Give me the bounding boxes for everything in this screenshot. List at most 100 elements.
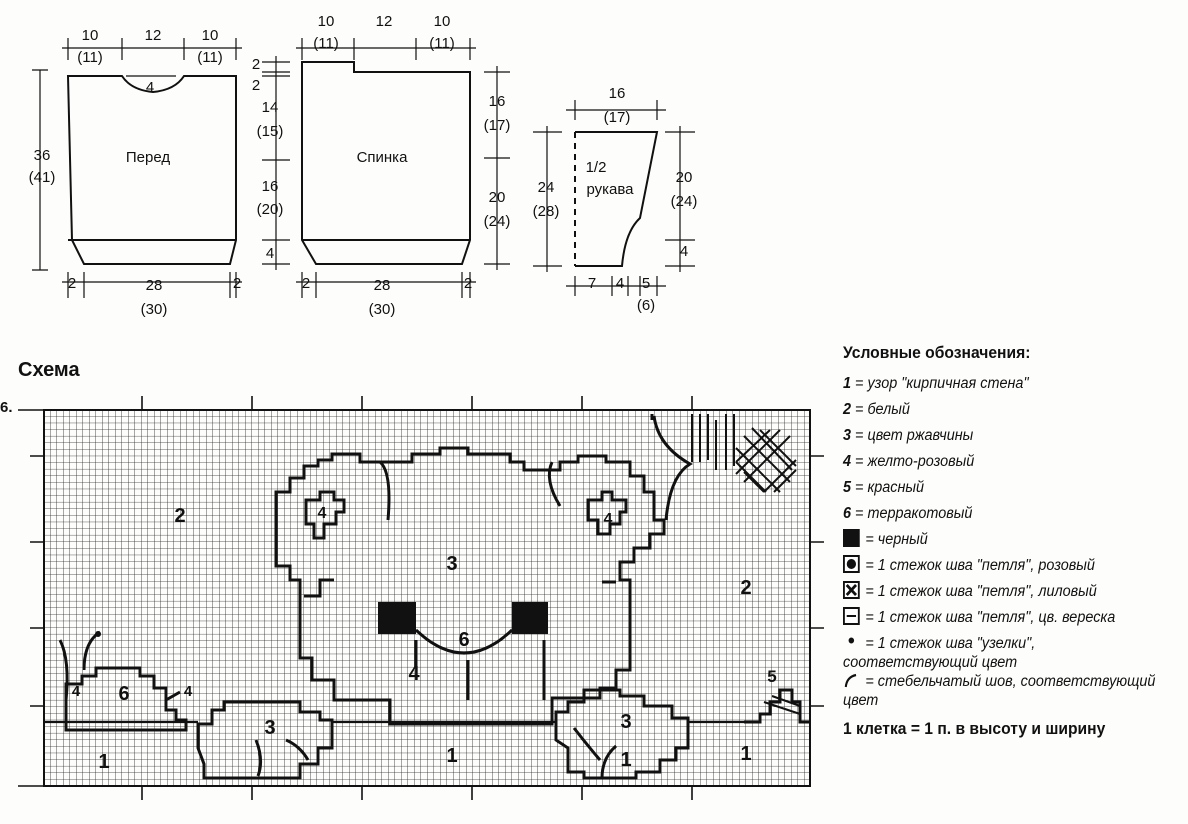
svg-text:5: 5 [642, 275, 650, 292]
zone-label: 5 [767, 667, 776, 686]
black-block-right [512, 602, 548, 634]
zone-label: 1 [446, 745, 457, 767]
scale-note: 1 клетка = 1 п. в высоту и ширину [843, 719, 1106, 738]
zone-label: 3 [620, 711, 631, 733]
chart-ticks [18, 396, 824, 800]
zone-label: 3 [264, 717, 275, 739]
svg-text:(20): (20) [257, 201, 284, 218]
svg-text:2: 2 [233, 275, 241, 292]
svg-text:(24): (24) [484, 213, 511, 230]
svg-text:4: 4 [266, 245, 274, 262]
lilac-stitch-area [691, 414, 801, 715]
scheme-left-mark: 6. [0, 399, 13, 416]
svg-text:36: 36 [34, 147, 51, 164]
legend: Условные обозначения: 1 = узор "кирпична… [843, 343, 1183, 739]
svg-text:4: 4 [680, 243, 688, 260]
legend-item-1: 1 = узор "кирпичная стена" [843, 375, 1029, 392]
svg-text:(28): (28) [533, 203, 560, 220]
zone-label: 1 [620, 749, 631, 771]
svg-text:(41): (41) [29, 169, 56, 186]
legend-symbol-black: = черный [843, 527, 1159, 553]
schematic-dimensions: 10 (11) 12 10 (11) 4 36 (41) 28 (30) 2 2… [29, 13, 698, 318]
zone-label: 6 [458, 629, 469, 651]
legend-title: Условные обозначения: [843, 343, 1031, 362]
svg-text:28: 28 [146, 277, 163, 294]
svg-text:10: 10 [434, 13, 451, 30]
legend-symbol-heather: = 1 стежок шва "петля", цв. вереска [843, 605, 1159, 631]
legend-item-5: 5 = красный [843, 479, 925, 496]
dash-square-icon [843, 607, 860, 625]
zone-label: 1 [98, 751, 109, 773]
front-label: Перед [126, 149, 170, 166]
small-dot-icon: • [847, 628, 855, 653]
back-label: Спинка [357, 149, 409, 166]
front-piece-outline [66, 75, 237, 265]
svg-text:(30): (30) [141, 301, 168, 318]
zone-label: 4 [408, 663, 420, 685]
black-block-left [378, 602, 416, 634]
zone-label: 2 [740, 577, 751, 599]
svg-text:(24): (24) [671, 193, 698, 210]
zone-label: 2 [174, 505, 185, 527]
svg-text:2: 2 [302, 275, 310, 292]
bear-outline [274, 446, 666, 726]
svg-text:12: 12 [376, 13, 393, 30]
legend-symbol-lilac: = 1 стежок шва "петля", лиловый [843, 579, 1159, 605]
svg-text:14: 14 [262, 99, 279, 116]
svg-text:2: 2 [252, 56, 260, 73]
black-blocks [95, 602, 548, 637]
svg-text:24: 24 [538, 179, 555, 196]
legend-symbol-knot: •= 1 стежок шва "узелки", соответствующи… [843, 628, 1036, 672]
svg-text:4: 4 [146, 79, 154, 96]
legend-item-3: 3 = цвет ржавчины [843, 427, 974, 444]
legend-item-6: 6 = терракотовый [843, 505, 973, 522]
curve-icon [843, 671, 860, 689]
filled-circle-icon [843, 555, 860, 573]
zone-label: 6 [118, 683, 129, 705]
legend-item-2: 2 = белый [843, 401, 910, 418]
svg-text:(30): (30) [369, 301, 396, 318]
back-piece-outline [301, 61, 471, 265]
zone-label: 1 [740, 743, 751, 765]
svg-text:2: 2 [68, 275, 76, 292]
front-dim-10-left: 10 [82, 27, 99, 44]
knot-dot [95, 631, 101, 637]
svg-text:(17): (17) [604, 109, 631, 126]
svg-text:2: 2 [252, 77, 260, 94]
zone-label: 4 [604, 511, 613, 528]
legend-symbol-pink: = 1 стежок шва "петля", розовый [843, 553, 1159, 579]
svg-text:4: 4 [616, 275, 624, 292]
zone-label: 4 [72, 683, 81, 700]
zone-label: 4 [318, 505, 327, 522]
svg-text:10: 10 [202, 27, 219, 44]
sleeve-label-text: рукава [586, 181, 634, 198]
zone-label: 3 [446, 553, 457, 575]
svg-text:(11): (11) [77, 49, 103, 66]
svg-text:(17): (17) [484, 117, 511, 134]
sleeve-outline [575, 131, 659, 267]
legend-symbol-stem: = стебельчатый шов, соответствующий цвет [843, 671, 1156, 709]
svg-text:12: 12 [145, 27, 162, 44]
svg-text:(11): (11) [313, 35, 339, 52]
svg-text:16: 16 [489, 93, 506, 110]
svg-text:16: 16 [609, 85, 626, 102]
svg-text:(6): (6) [637, 297, 655, 314]
svg-text:2: 2 [464, 275, 472, 292]
svg-text:28: 28 [374, 277, 391, 294]
scheme-title: Схема [18, 359, 80, 381]
svg-text:(15): (15) [257, 123, 284, 140]
black-square-icon [843, 529, 860, 547]
svg-text:20: 20 [489, 189, 506, 206]
svg-text:7: 7 [588, 275, 596, 292]
cross-square-icon [843, 581, 860, 599]
svg-text:10: 10 [318, 13, 335, 30]
legend-item-4: 4 = желто-розовый [843, 453, 975, 470]
zone-label: 4 [184, 683, 193, 700]
zone-numbers: 2 2 3 4 4 4 6 6 4 4 3 3 1 1 1 1 5 [72, 505, 777, 773]
svg-text:16: 16 [262, 178, 279, 195]
svg-text:20: 20 [676, 169, 693, 186]
svg-text:(11): (11) [197, 49, 223, 66]
svg-text:(11): (11) [429, 35, 455, 52]
sleeve-label-fraction: 1/2 [586, 159, 607, 176]
